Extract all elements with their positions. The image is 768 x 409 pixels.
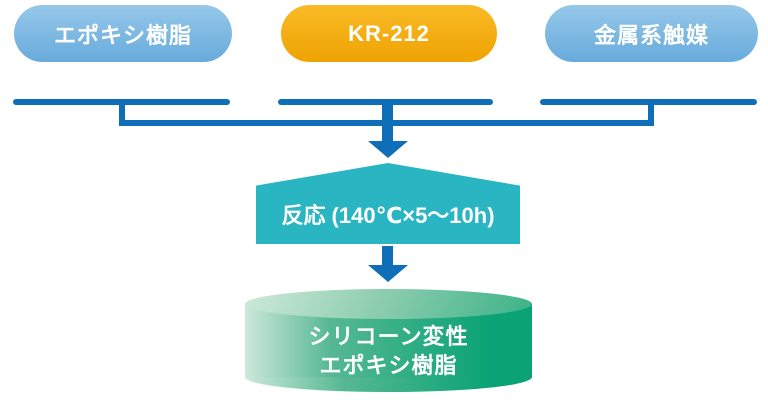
input-pill-kr-212-label: KR-212 [348,20,430,46]
input-pill-epoxy-resin-label: エポキシ樹脂 [53,22,192,48]
input-pill-kr-212: KR-212 [281,5,497,62]
connector-drop-left [119,99,125,126]
process-step-reaction: 反応 (140℃×5〜10h) [256,163,520,244]
output-label: シリコーン変性 エポキシ樹脂 [245,322,532,380]
input-pill-epoxy-resin: エポキシ樹脂 [14,5,232,62]
output-label-line2: エポキシ樹脂 [319,353,458,378]
process-step-reaction-label: 反応 (140℃×5〜10h) [281,203,495,228]
output-label-line1: シリコーン変性 [308,324,469,349]
input-pill-metal-catalyst-label: 金属系触媒 [593,22,709,48]
down-arrow-icon [368,265,408,282]
down-arrow-icon [382,99,393,142]
input-pill-metal-catalyst: 金属系触媒 [545,5,758,62]
down-arrow-icon [382,246,393,266]
connector-drop-right [648,99,654,126]
down-arrow-icon [368,141,408,158]
output-cylinder-top [245,289,532,319]
